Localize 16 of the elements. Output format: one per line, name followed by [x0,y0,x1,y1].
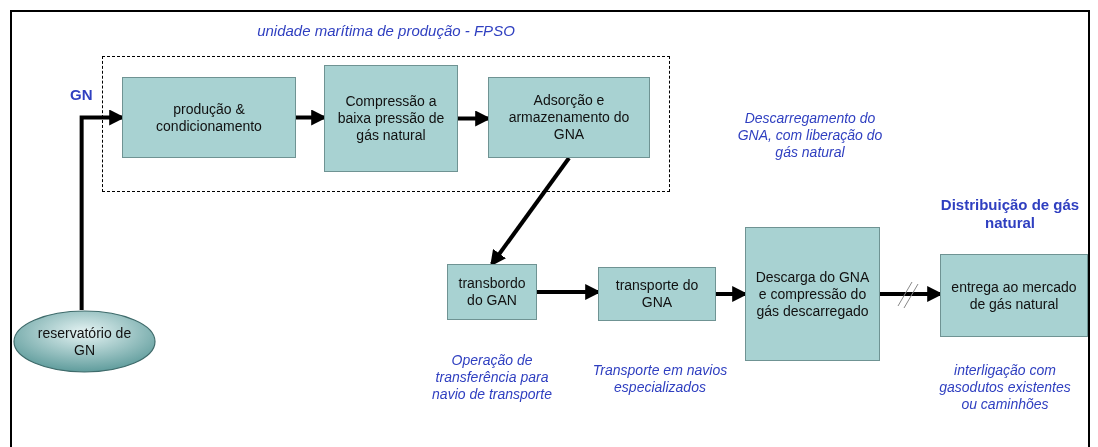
process-box: Compressão a baixa pressão de gás natural [324,65,458,172]
stage-heading: Distribuição de gás natural [939,196,1081,232]
stage-note: Descarregamento do GNA, com liberação do gás natural [736,110,884,161]
group-title: unidade marítima de produção - FPSO [256,22,516,39]
process-box: transbordo do GAN [447,264,537,320]
process-box: Descarga do GNA e compressão do gás descarregado [745,227,880,361]
stage-note: Transporte em navios especializados [591,362,729,396]
process-box: entrega ao mercado de gás natural [940,254,1088,337]
group-region [102,22,670,192]
stage-note: Operação de transferência para navio de transporte [431,352,553,403]
stage-note: interligação com gasodutos existentes ou caminhões [938,362,1072,413]
reservoir-ellipse: reservatório de GN [13,310,156,373]
process-box: produção & condicionamento [122,77,296,158]
process-box: Adsorção e armazenamento do GNA [488,77,650,158]
flow-label: GN [70,86,93,104]
process-box: transporte do GNA [598,267,716,321]
